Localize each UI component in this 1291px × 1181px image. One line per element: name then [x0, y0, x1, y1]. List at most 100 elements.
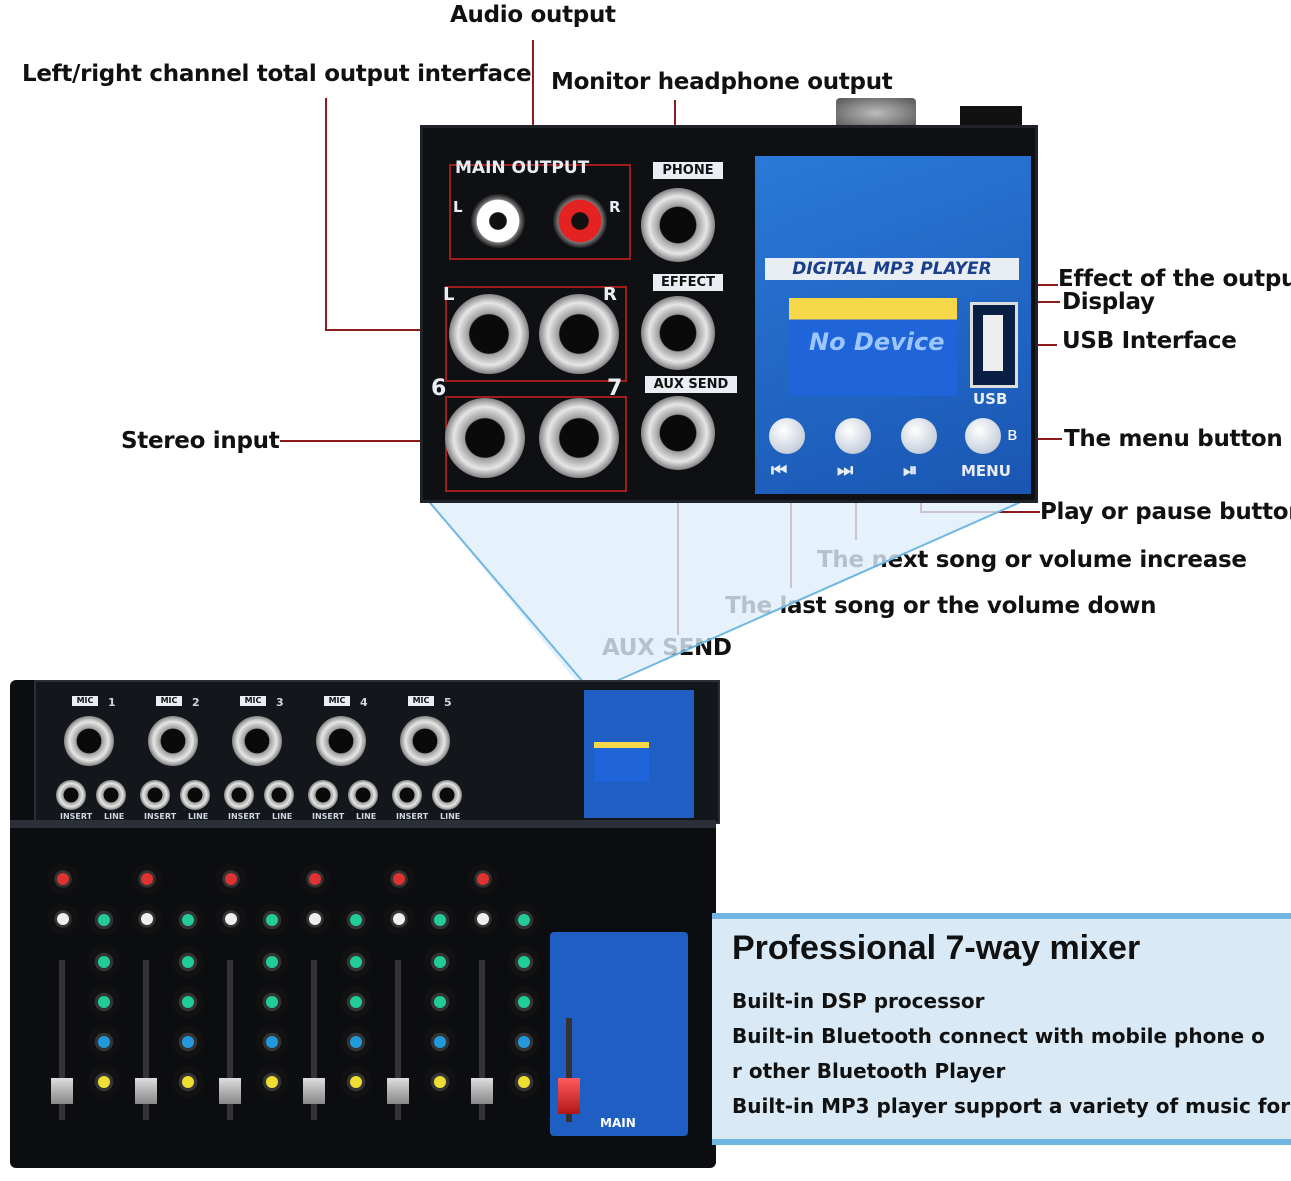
- eq-knob[interactable]: [508, 986, 540, 1018]
- eq-knob[interactable]: [88, 986, 120, 1018]
- ch6-label: 6: [431, 376, 447, 401]
- menu-button-callout: The menu button: [1064, 426, 1283, 452]
- menu-button[interactable]: [965, 418, 1001, 454]
- eq-knob[interactable]: [256, 946, 288, 978]
- insert-label: INSERT: [228, 812, 261, 821]
- fader-cap[interactable]: [135, 1078, 157, 1104]
- line-jack[interactable]: [180, 780, 210, 810]
- xlr-jack[interactable]: [400, 716, 450, 766]
- line-jack[interactable]: [96, 780, 126, 810]
- eq-knob[interactable]: [508, 904, 540, 936]
- eq-knob[interactable]: [508, 1026, 540, 1058]
- gain-knob[interactable]: [132, 864, 162, 894]
- xlr-jack[interactable]: [148, 716, 198, 766]
- eq-knob[interactable]: [88, 904, 120, 936]
- xlr-jack[interactable]: [64, 716, 114, 766]
- eq-knob[interactable]: [172, 946, 204, 978]
- gain-knob[interactable]: [384, 864, 414, 894]
- prev-button[interactable]: [769, 418, 805, 454]
- channel-number: 5: [444, 696, 452, 709]
- xlr-jack[interactable]: [232, 716, 282, 766]
- eq-knob[interactable]: [256, 1066, 288, 1098]
- display-callout: Display: [1062, 289, 1155, 315]
- line-jack[interactable]: [432, 780, 462, 810]
- fader-track: [311, 960, 317, 1120]
- eq-knob[interactable]: [508, 946, 540, 978]
- eq-knob[interactable]: [508, 1066, 540, 1098]
- mini-display: [594, 742, 649, 782]
- gain-knob[interactable]: [300, 864, 330, 894]
- eq-knob[interactable]: [172, 1026, 204, 1058]
- line-jack[interactable]: [264, 780, 294, 810]
- channel-number: 4: [360, 696, 368, 709]
- usb-port[interactable]: [970, 302, 1018, 388]
- eq-knob[interactable]: [256, 1026, 288, 1058]
- stereo-6-jack[interactable]: [445, 398, 525, 478]
- eq-knob[interactable]: [340, 904, 372, 936]
- eq-knob[interactable]: [340, 1026, 372, 1058]
- eq-knob[interactable]: [424, 904, 456, 936]
- master-fader-cap[interactable]: [558, 1078, 580, 1114]
- fader-cap[interactable]: [471, 1078, 493, 1104]
- mic-label: MIC: [240, 696, 266, 706]
- gain-knob[interactable]: [216, 864, 246, 894]
- insert-jack[interactable]: [308, 780, 338, 810]
- pan-knob[interactable]: [132, 904, 162, 934]
- fader-cap[interactable]: [387, 1078, 409, 1104]
- eq-knob[interactable]: [340, 946, 372, 978]
- eq-knob[interactable]: [172, 986, 204, 1018]
- lr-total-leader-v: [325, 98, 327, 331]
- rca-right-jack[interactable]: [553, 194, 607, 248]
- info-box: Professional 7-way mixer Built-in DSP pr…: [712, 913, 1291, 1145]
- eq-knob[interactable]: [340, 986, 372, 1018]
- eq-knob[interactable]: [172, 904, 204, 936]
- insert-jack[interactable]: [56, 780, 86, 810]
- xlr-jack[interactable]: [316, 716, 366, 766]
- lr-output-box: [445, 286, 627, 382]
- insert-jack[interactable]: [140, 780, 170, 810]
- effect-jack[interactable]: [641, 296, 715, 370]
- info-line-3: r other Bluetooth Player: [732, 1059, 1006, 1083]
- fader-cap[interactable]: [219, 1078, 241, 1104]
- eq-knob[interactable]: [256, 904, 288, 936]
- eq-knob[interactable]: [424, 1066, 456, 1098]
- gain-knob[interactable]: [48, 864, 78, 894]
- stereo-7-jack[interactable]: [539, 398, 619, 478]
- eq-knob[interactable]: [424, 1026, 456, 1058]
- pan-knob[interactable]: [48, 904, 78, 934]
- eq-knob[interactable]: [424, 946, 456, 978]
- channel-strip: [380, 860, 460, 1160]
- pan-knob[interactable]: [216, 904, 246, 934]
- fader-track: [479, 960, 485, 1120]
- next-icon: ⏭: [837, 460, 854, 481]
- line-jack[interactable]: [348, 780, 378, 810]
- phone-jack[interactable]: [641, 188, 715, 262]
- eq-knob[interactable]: [88, 1026, 120, 1058]
- insert-label: INSERT: [396, 812, 429, 821]
- channel-strip: [296, 860, 376, 1160]
- insert-jack[interactable]: [392, 780, 422, 810]
- fader-cap[interactable]: [303, 1078, 325, 1104]
- eq-knob[interactable]: [256, 986, 288, 1018]
- eq-knob[interactable]: [340, 1066, 372, 1098]
- play-pause-button[interactable]: [901, 418, 937, 454]
- insert-jack[interactable]: [224, 780, 254, 810]
- pan-knob[interactable]: [300, 904, 330, 934]
- effect-label: EFFECT: [653, 274, 723, 291]
- line-label: LINE: [104, 812, 125, 821]
- eq-knob[interactable]: [88, 1066, 120, 1098]
- main-r-jack[interactable]: [539, 294, 619, 374]
- next-button[interactable]: [835, 418, 871, 454]
- main-l-jack[interactable]: [449, 294, 529, 374]
- eq-knob[interactable]: [88, 946, 120, 978]
- eq-knob[interactable]: [424, 986, 456, 1018]
- eq-knob[interactable]: [172, 1066, 204, 1098]
- rca-left-jack[interactable]: [471, 194, 525, 248]
- master-fader-track: [566, 1018, 572, 1122]
- fader-cap[interactable]: [51, 1078, 73, 1104]
- pan-knob[interactable]: [468, 904, 498, 934]
- aux-send-jack[interactable]: [641, 396, 715, 470]
- mini-mp3-panel: [584, 690, 694, 818]
- pan-knob[interactable]: [384, 904, 414, 934]
- gain-knob[interactable]: [468, 864, 498, 894]
